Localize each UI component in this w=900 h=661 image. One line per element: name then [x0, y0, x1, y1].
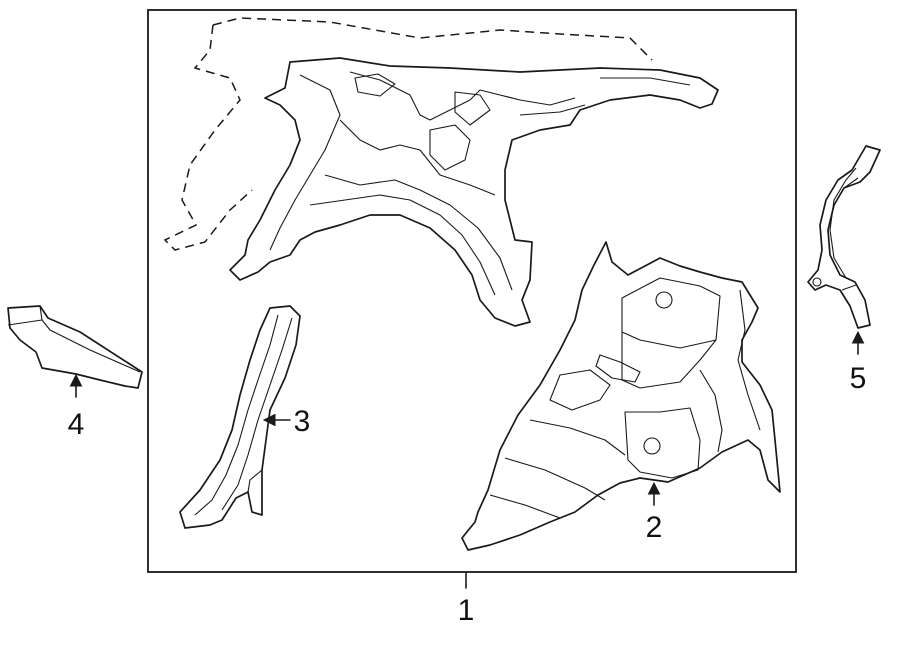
callout-5: 5 — [850, 362, 867, 395]
pillar-reinforcement — [179, 305, 301, 529]
callout-1: 1 — [458, 594, 475, 627]
assembly-frame — [147, 9, 797, 573]
extension-bracket — [7, 305, 143, 389]
quarter-inner-panel — [229, 57, 719, 327]
strap-bracket — [807, 145, 881, 329]
callout-2: 2 — [646, 511, 663, 544]
callout-4: 4 — [68, 408, 85, 441]
wheelhouse-inner-panel — [461, 241, 781, 551]
callout-3: 3 — [294, 405, 311, 438]
phantom-outline — [163, 17, 653, 251]
